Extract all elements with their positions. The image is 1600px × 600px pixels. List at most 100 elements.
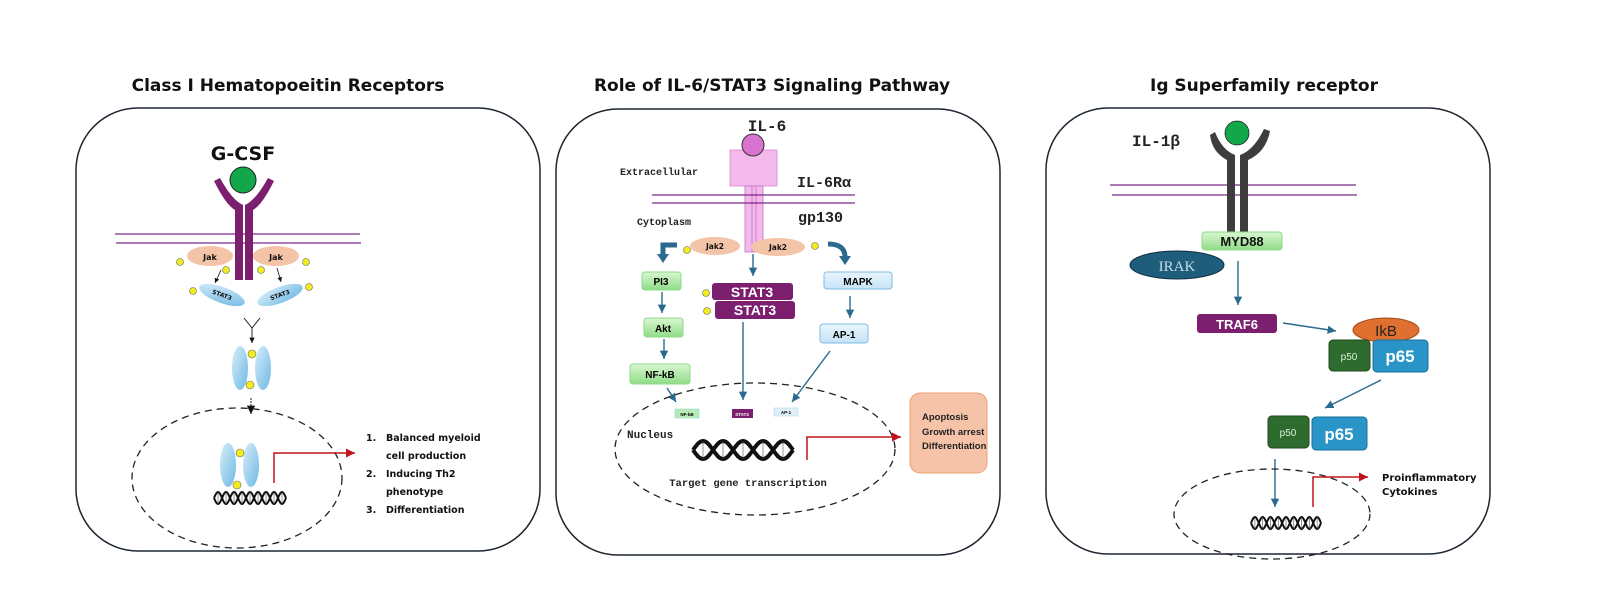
ligand-icon (741, 133, 765, 157)
outcome-item: Proinflammatory (1382, 473, 1477, 484)
receptor-icon (1210, 129, 1270, 232)
panel-frame (75, 107, 541, 552)
jak2-label: Jak2 (768, 243, 787, 252)
nuclear-stat3-label: STAT3 (735, 412, 749, 417)
ligand-label: IL-1β (1132, 133, 1180, 151)
mapk-branch-arrow (827, 241, 848, 258)
p65-box (1311, 416, 1368, 451)
nuclear-nfkb (674, 408, 700, 419)
p65-label: p65 (1385, 347, 1414, 366)
p65-label: p65 (1324, 425, 1353, 444)
phospho-icon (811, 242, 819, 250)
transcription-arrow (1312, 472, 1368, 507)
ligand-label: IL-6 (748, 118, 786, 136)
transcription-label: Target gene transcription (669, 478, 827, 490)
stat3-box (715, 301, 795, 319)
panel-title: Role of IL-6/STAT3 Signaling Pathway (594, 76, 950, 96)
nfkb-box (629, 363, 691, 385)
cytoplasm-label: Cytoplasm (637, 217, 691, 229)
akt-box (643, 317, 684, 338)
nuclear-stat3 (732, 409, 753, 418)
nuclear-ap1-label: AP-1 (781, 410, 792, 415)
jak-icon (187, 246, 233, 266)
pi3-box (641, 271, 682, 291)
gp130-label: gp130 (798, 210, 843, 227)
jak-label: Jak (202, 253, 217, 262)
panel-title: Ig Superfamily receptor (1150, 76, 1379, 96)
il6r-alpha-label: IL-6Rα (797, 175, 851, 192)
stat3-dimer (232, 346, 271, 390)
list-number: 1. (366, 433, 376, 444)
panel-frame (555, 108, 1001, 556)
irak-icon (1129, 250, 1225, 280)
pi3-branch-arrow (660, 242, 677, 255)
arrow (1324, 379, 1382, 409)
outcome-item: Growth arrest (922, 427, 985, 438)
mapk-label: MAPK (843, 277, 873, 288)
nuclear-nfkb-label: NF-kB (680, 412, 694, 417)
panel-title: Class I Hematopoeitin Receptors (132, 76, 445, 96)
arrow (666, 387, 677, 403)
ikb-label: IkB (1375, 323, 1397, 340)
pi3-label: PI3 (653, 277, 668, 288)
phospho-icons (176, 258, 313, 295)
stat3-icon (199, 283, 245, 307)
nucleus-outline (131, 407, 343, 549)
phospho-icon (702, 289, 710, 297)
nuclear-ap1 (773, 407, 799, 417)
traf6-label: TRAF6 (1216, 317, 1258, 332)
outcome-item: Cytokines (1382, 487, 1437, 498)
dna-icon (213, 490, 287, 506)
stat3-icon (257, 283, 303, 307)
panel-class-i-receptors: Class I Hematopoeitin Receptors G-CSF Ja… (75, 76, 541, 552)
outcome-list: 1. Balanced myeloid cell production 2. I… (366, 433, 481, 516)
myd88-box (1201, 231, 1283, 251)
outcome-item: Differentiation (922, 441, 987, 452)
jak2-icon (690, 237, 740, 255)
ap1-label: AP-1 (833, 330, 856, 341)
ligand-icon (1224, 120, 1250, 146)
nucleus-outline (614, 382, 896, 516)
nfkb-label: NF-kB (645, 370, 674, 381)
traf6-box (1197, 314, 1277, 333)
p50-label: p50 (1341, 352, 1358, 363)
dimerization-arrow (243, 317, 261, 343)
list-item: Balanced myeloid (386, 433, 481, 444)
jak-label: Jak (268, 253, 283, 262)
arrow (276, 267, 282, 283)
arrow (1282, 322, 1337, 334)
akt-label: Akt (655, 324, 672, 335)
phospho-icon (683, 246, 691, 254)
phospho-icon (703, 307, 711, 315)
jak-icon (253, 246, 299, 266)
jak2-icon (751, 238, 805, 256)
ap1-box (819, 323, 869, 344)
outcome-item: Apoptosis (922, 412, 968, 423)
panel-il6-stat3: Role of IL-6/STAT3 Signaling Pathway IL-… (555, 76, 1001, 556)
dna-icon (1250, 515, 1322, 531)
myd88-label: MYD88 (1220, 234, 1263, 249)
p50-box (1328, 339, 1371, 372)
transcription-arrow (806, 432, 901, 460)
transcription-arrow (273, 448, 355, 483)
outcome-box (909, 392, 988, 474)
list-item: cell production (386, 451, 466, 462)
stat3-label: STAT3 (734, 302, 776, 318)
extracellular-label: Extracellular (620, 167, 698, 179)
arrow (791, 350, 831, 403)
panel-ig-superfamily: Ig Superfamily receptor IL-1β MYD88 IRAK… (1045, 76, 1491, 560)
list-item: Differentiation (386, 505, 465, 516)
stat3-box (712, 283, 793, 300)
nucleus-label: Nucleus (627, 430, 673, 442)
mapk-box (823, 271, 893, 290)
p50-label: p50 (1280, 428, 1297, 439)
ligand-icon (229, 166, 257, 194)
nucleus-outline (1173, 468, 1371, 560)
list-number: 3. (366, 505, 376, 516)
receptor-icon (214, 178, 274, 280)
ligand-label: G-CSF (211, 143, 275, 165)
dna-icon (691, 438, 795, 462)
p50-box (1267, 415, 1310, 449)
list-item: Inducing Th2 (386, 469, 455, 480)
